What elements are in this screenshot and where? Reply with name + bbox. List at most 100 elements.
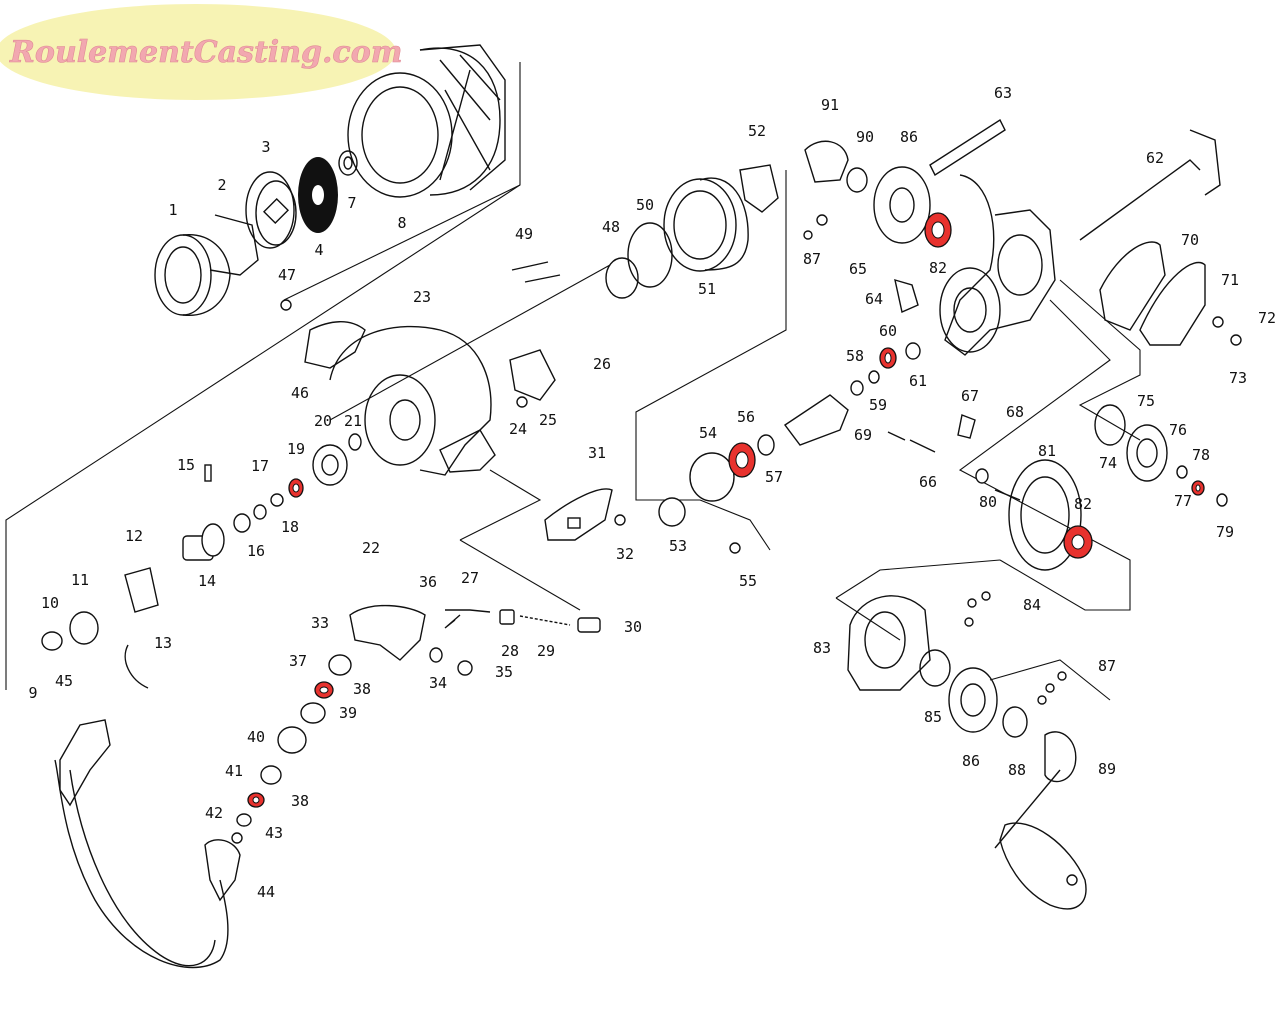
part-label-16: 16 (247, 542, 265, 560)
part-label-15: 15 (177, 456, 195, 474)
part-label-85: 85 (924, 708, 942, 726)
part-label-23: 23 (413, 288, 431, 306)
part-label-11: 11 (71, 571, 89, 589)
part-label-54: 54 (699, 424, 717, 442)
part-label-35: 35 (495, 663, 513, 681)
part-label-34: 34 (429, 674, 447, 692)
bearing-82-upper (924, 212, 952, 248)
part-label-89: 89 (1098, 760, 1116, 778)
part-label-18: 18 (281, 518, 299, 536)
part-label-51: 51 (698, 280, 716, 298)
part-label-38: 38 (353, 680, 371, 698)
part-label-20: 20 (314, 412, 332, 430)
part-label-83: 83 (813, 639, 831, 657)
part-label-91: 91 (821, 96, 839, 114)
part-label-57: 57 (765, 468, 783, 486)
watermark-logo: RoulementCasting.com (0, 4, 403, 100)
part-label-45: 45 (55, 672, 73, 690)
bearing-56 (728, 442, 756, 478)
part-label-71: 71 (1221, 271, 1239, 289)
part-label-2: 2 (217, 176, 226, 194)
part-label-82: 82 (929, 259, 947, 277)
part-label-8: 8 (397, 214, 406, 232)
part-label-47: 47 (278, 266, 296, 284)
part-label-75: 75 (1137, 392, 1155, 410)
part-label-12: 12 (125, 527, 143, 545)
part-label-81: 81 (1038, 442, 1056, 460)
part-label-46: 46 (291, 384, 309, 402)
part-label-41: 41 (225, 762, 243, 780)
bearing-38-lower (247, 792, 265, 808)
part-label-86: 86 (962, 752, 980, 770)
bail-assembly (54, 604, 601, 969)
part-label-61: 61 (909, 372, 927, 390)
part-label-33: 33 (311, 614, 329, 632)
part-label-10: 10 (41, 594, 59, 612)
part-label-79: 79 (1216, 523, 1234, 541)
part-label-24: 24 (509, 420, 527, 438)
part-label-87: 87 (1098, 657, 1116, 675)
part-label-67: 67 (961, 387, 979, 405)
part-label-87: 87 (803, 250, 821, 268)
part-label-31: 31 (588, 444, 606, 462)
part-label-88: 88 (1008, 761, 1026, 779)
part-label-7: 7 (347, 194, 356, 212)
part-label-64: 64 (865, 290, 883, 308)
part-label-66: 66 (919, 473, 937, 491)
bearing-38-upper (314, 681, 334, 699)
part-label-43: 43 (265, 824, 283, 842)
part-label-74: 74 (1099, 454, 1117, 472)
part-label-68: 68 (1006, 403, 1024, 421)
part-label-3: 3 (261, 138, 270, 156)
part-label-77: 77 (1174, 492, 1192, 510)
part-label-22: 22 (362, 539, 380, 557)
bearing-82-lower (1063, 525, 1093, 559)
assembly-frame-lines (5, 62, 1141, 701)
bearing-60 (879, 347, 897, 369)
part-label-9: 9 (28, 684, 37, 702)
part-label-25: 25 (539, 411, 557, 429)
part-label-39: 39 (339, 704, 357, 722)
part-label-59: 59 (869, 396, 887, 414)
part-label-40: 40 (247, 728, 265, 746)
part-label-58: 58 (846, 347, 864, 365)
part-label-49: 49 (515, 225, 533, 243)
part-label-44: 44 (257, 883, 275, 901)
part-label-65: 65 (849, 260, 867, 278)
part-label-82: 82 (1074, 495, 1092, 513)
part-label-72: 72 (1258, 309, 1276, 327)
part-label-38: 38 (291, 792, 309, 810)
bearing-19 (288, 478, 304, 498)
shaft-assembly (41, 164, 779, 689)
body-frame (803, 118, 1242, 356)
part-label-37: 37 (289, 652, 307, 670)
part-label-76: 76 (1169, 421, 1187, 439)
part-label-26: 26 (593, 355, 611, 373)
part-label-78: 78 (1192, 446, 1210, 464)
part-label-52: 52 (748, 122, 766, 140)
part-label-36: 36 (419, 573, 437, 591)
watermark-text: RoulementCasting.com (9, 35, 402, 70)
bearing-78 (1191, 480, 1205, 496)
part-label-63: 63 (994, 84, 1012, 102)
part-label-73: 73 (1229, 369, 1247, 387)
part-label-27: 27 (461, 569, 479, 587)
part-label-32: 32 (616, 545, 634, 563)
part-label-56: 56 (737, 408, 755, 426)
part-label-70: 70 (1181, 231, 1199, 249)
part-label-28: 28 (501, 642, 519, 660)
pinion-assembly (658, 342, 976, 554)
spool-assembly (154, 44, 506, 316)
highlighted-bearings (247, 212, 1205, 808)
part-label-69: 69 (854, 426, 872, 444)
part-label-29: 29 (537, 642, 555, 660)
part-label-42: 42 (205, 804, 223, 822)
handle-gear-assembly (847, 404, 1228, 910)
part-label-55: 55 (739, 572, 757, 590)
part-label-4: 4 (314, 241, 323, 259)
part-label-50: 50 (636, 196, 654, 214)
part-label-48: 48 (602, 218, 620, 236)
part-label-21: 21 (344, 412, 362, 430)
